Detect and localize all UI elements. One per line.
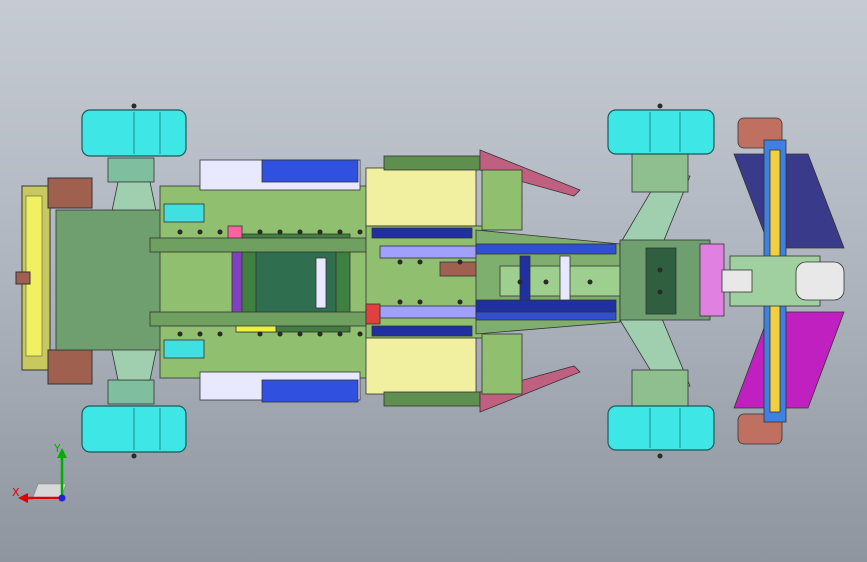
- coordinate-triad: Y X: [12, 442, 67, 503]
- front-wing: [721, 117, 845, 445]
- x-axis-arrowhead: [18, 493, 28, 503]
- main-chassis: [149, 159, 381, 403]
- rear-wheel-bottom: [81, 405, 187, 453]
- rear-wheel-top: [81, 109, 187, 157]
- y-axis-arrowhead: [57, 448, 67, 458]
- front-suspension: [619, 151, 725, 411]
- rear-suspension: [55, 157, 177, 405]
- z-axis-dot: [58, 494, 66, 502]
- side-pods: [365, 155, 501, 407]
- front-wheel-top: [607, 109, 715, 155]
- x-axis-label: X: [12, 486, 20, 499]
- y-axis-label: Y: [53, 442, 61, 455]
- screw-heads: [131, 103, 663, 459]
- front-chassis: [475, 229, 621, 335]
- rear-bumper-assembly: [15, 177, 93, 385]
- front-wheel-bottom: [607, 405, 715, 451]
- side-flaps: [479, 149, 581, 413]
